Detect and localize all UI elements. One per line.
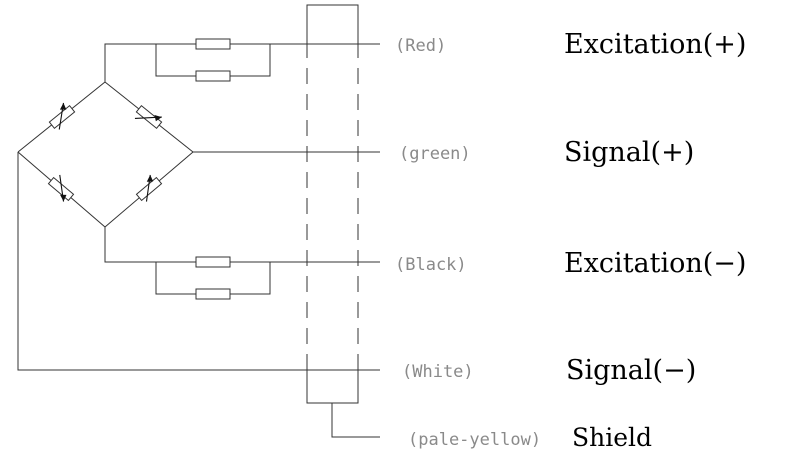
label-excitation-positive: Excitation(+) — [564, 29, 746, 60]
compensation-resistor — [195, 288, 231, 300]
wire-color-pale-yellow: (pale-yellow) — [408, 430, 541, 450]
label-signal-negative: Signal(−) — [566, 355, 696, 386]
compensation-resistor — [195, 256, 231, 268]
wire-color-black: (Black) — [395, 255, 467, 275]
label-excitation-negative: Excitation(−) — [564, 248, 746, 279]
strain-gauge-upper-right — [134, 105, 163, 129]
wire-color-red: (Red) — [395, 36, 446, 56]
label-signal-positive: Signal(+) — [564, 137, 694, 168]
signal-negative-line — [17, 152, 380, 371]
shield-drain-wire — [331, 403, 380, 438]
wheatstone-bridge — [17, 81, 194, 228]
label-shield: Shield — [572, 423, 652, 452]
strain-gauge-lower-left — [47, 174, 75, 202]
compensation-resistor — [195, 38, 231, 50]
compensation-resistor — [195, 70, 231, 82]
excitation-negative-circuit — [104, 227, 380, 300]
excitation-positive-circuit — [104, 38, 380, 82]
strain-gauge-lower-right — [135, 174, 163, 202]
cable-shield — [306, 4, 380, 438]
strain-gauge-upper-left — [48, 102, 76, 130]
wire-color-green: (green) — [399, 144, 471, 164]
wire-color-white: (White) — [402, 362, 474, 382]
